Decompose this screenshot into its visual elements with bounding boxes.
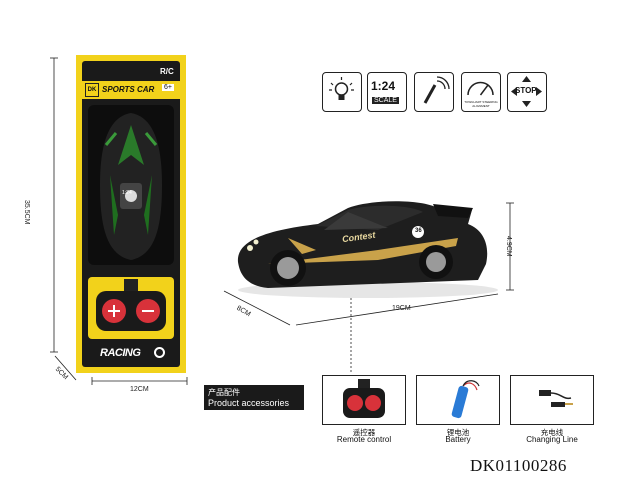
car-number: 36 [415,228,422,234]
brand-logo-letter: DK [87,87,97,93]
remote-control-icon [343,379,385,418]
accessory-charging-line [510,375,594,425]
feature-scale: 1:24 SCALE [367,72,407,112]
battery-icon [451,380,480,419]
stop-label: STOP [515,86,537,95]
accessory-remote-en: Remote control [336,435,392,444]
feature-stop: STOP [507,72,547,112]
boxed-remote [96,279,166,331]
accessory-battery [416,375,500,425]
charging-cable-icon [539,390,573,407]
product-box: R/C DK SPORTS CAR 6+ 1:24 RACING [76,55,186,373]
car-length-label: 19CM [392,305,411,312]
sku-code: DK01100286 [470,456,567,475]
light-bulb-icon [329,77,354,100]
accessories-header: 产品配件 Product accessories [204,385,304,410]
accessory-charging-line-en: Changing Line [526,435,578,444]
box-title: SPORTS CAR [102,85,155,94]
accessory-charging-line-cn: 充电线 [540,428,564,437]
accessory-battery-en: Battery [445,435,471,444]
scale-sub-label: SCALE [372,97,399,104]
wheel-icon [154,347,165,358]
radio-control-icon [423,76,450,104]
age-badge: 6+ [162,84,174,91]
sports-car [237,201,498,298]
box-scale-label: 1:24 [122,190,132,196]
accessory-battery-cn: 锂电池 [446,428,470,437]
box-racing-logo: RACING [100,347,141,359]
box-height-label: 35.5CM [23,200,30,225]
feature-steering: TOWGUART STEERING ALIGNMENT [461,72,501,112]
boxed-car-top-view [100,113,162,260]
accessory-remote-cn: 遥控器 [352,428,376,437]
feature-light [322,72,362,112]
box-rc-label: R/C [160,67,174,76]
car-height-label: 4.9CM [505,236,512,257]
box-width-label: 12CM [130,386,149,393]
accessories-header-en: Product accessories [208,398,290,408]
box-remote-window [88,277,174,339]
scale-value: 1:24 [371,79,396,93]
box-window [88,105,174,265]
steering-label: TOWGUART STEERING ALIGNMENT [464,100,498,108]
brand-logo-icon: DK [85,83,99,97]
box-title-band [82,81,180,99]
speedometer-icon [467,81,494,96]
feature-remote-control [414,72,454,112]
accessory-remote [322,375,406,425]
accessories-header-cn: 产品配件 [208,388,240,397]
